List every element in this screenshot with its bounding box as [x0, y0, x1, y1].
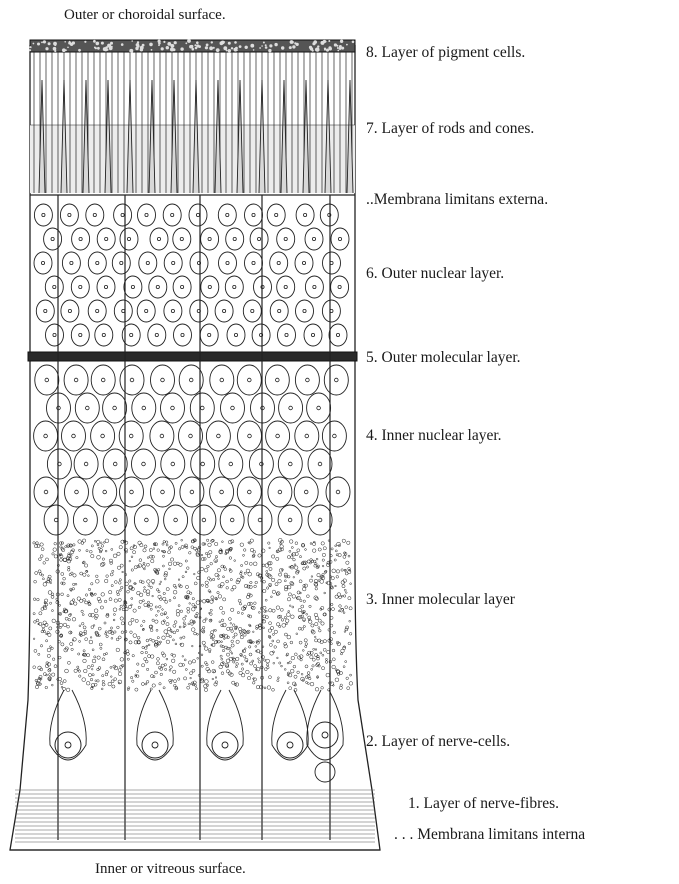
- label-layer-2: 2. Layer of nerve-cells.: [366, 733, 510, 751]
- label-layer-8: 8. Layer of pigment cells.: [366, 44, 525, 62]
- label-layer-3: 3. Inner molecular layer: [366, 591, 515, 609]
- label-layer-4: 4. Inner nuclear layer.: [366, 427, 502, 445]
- label-layer-1: 1. Layer of nerve-fibres.: [408, 795, 559, 813]
- label-membrana-limitans-interna: . . . Membrana limitans interna: [394, 826, 585, 844]
- bottom-caption: Inner or vitreous surface.: [95, 860, 246, 878]
- label-layer-7: 7. Layer of rods and cones.: [366, 120, 534, 138]
- label-membrana-limitans-externa: ..Membrana limitans externa.: [366, 191, 548, 209]
- label-layer-6: 6. Outer nuclear layer.: [366, 265, 504, 283]
- label-layer-5: 5. Outer molecular layer.: [366, 349, 521, 367]
